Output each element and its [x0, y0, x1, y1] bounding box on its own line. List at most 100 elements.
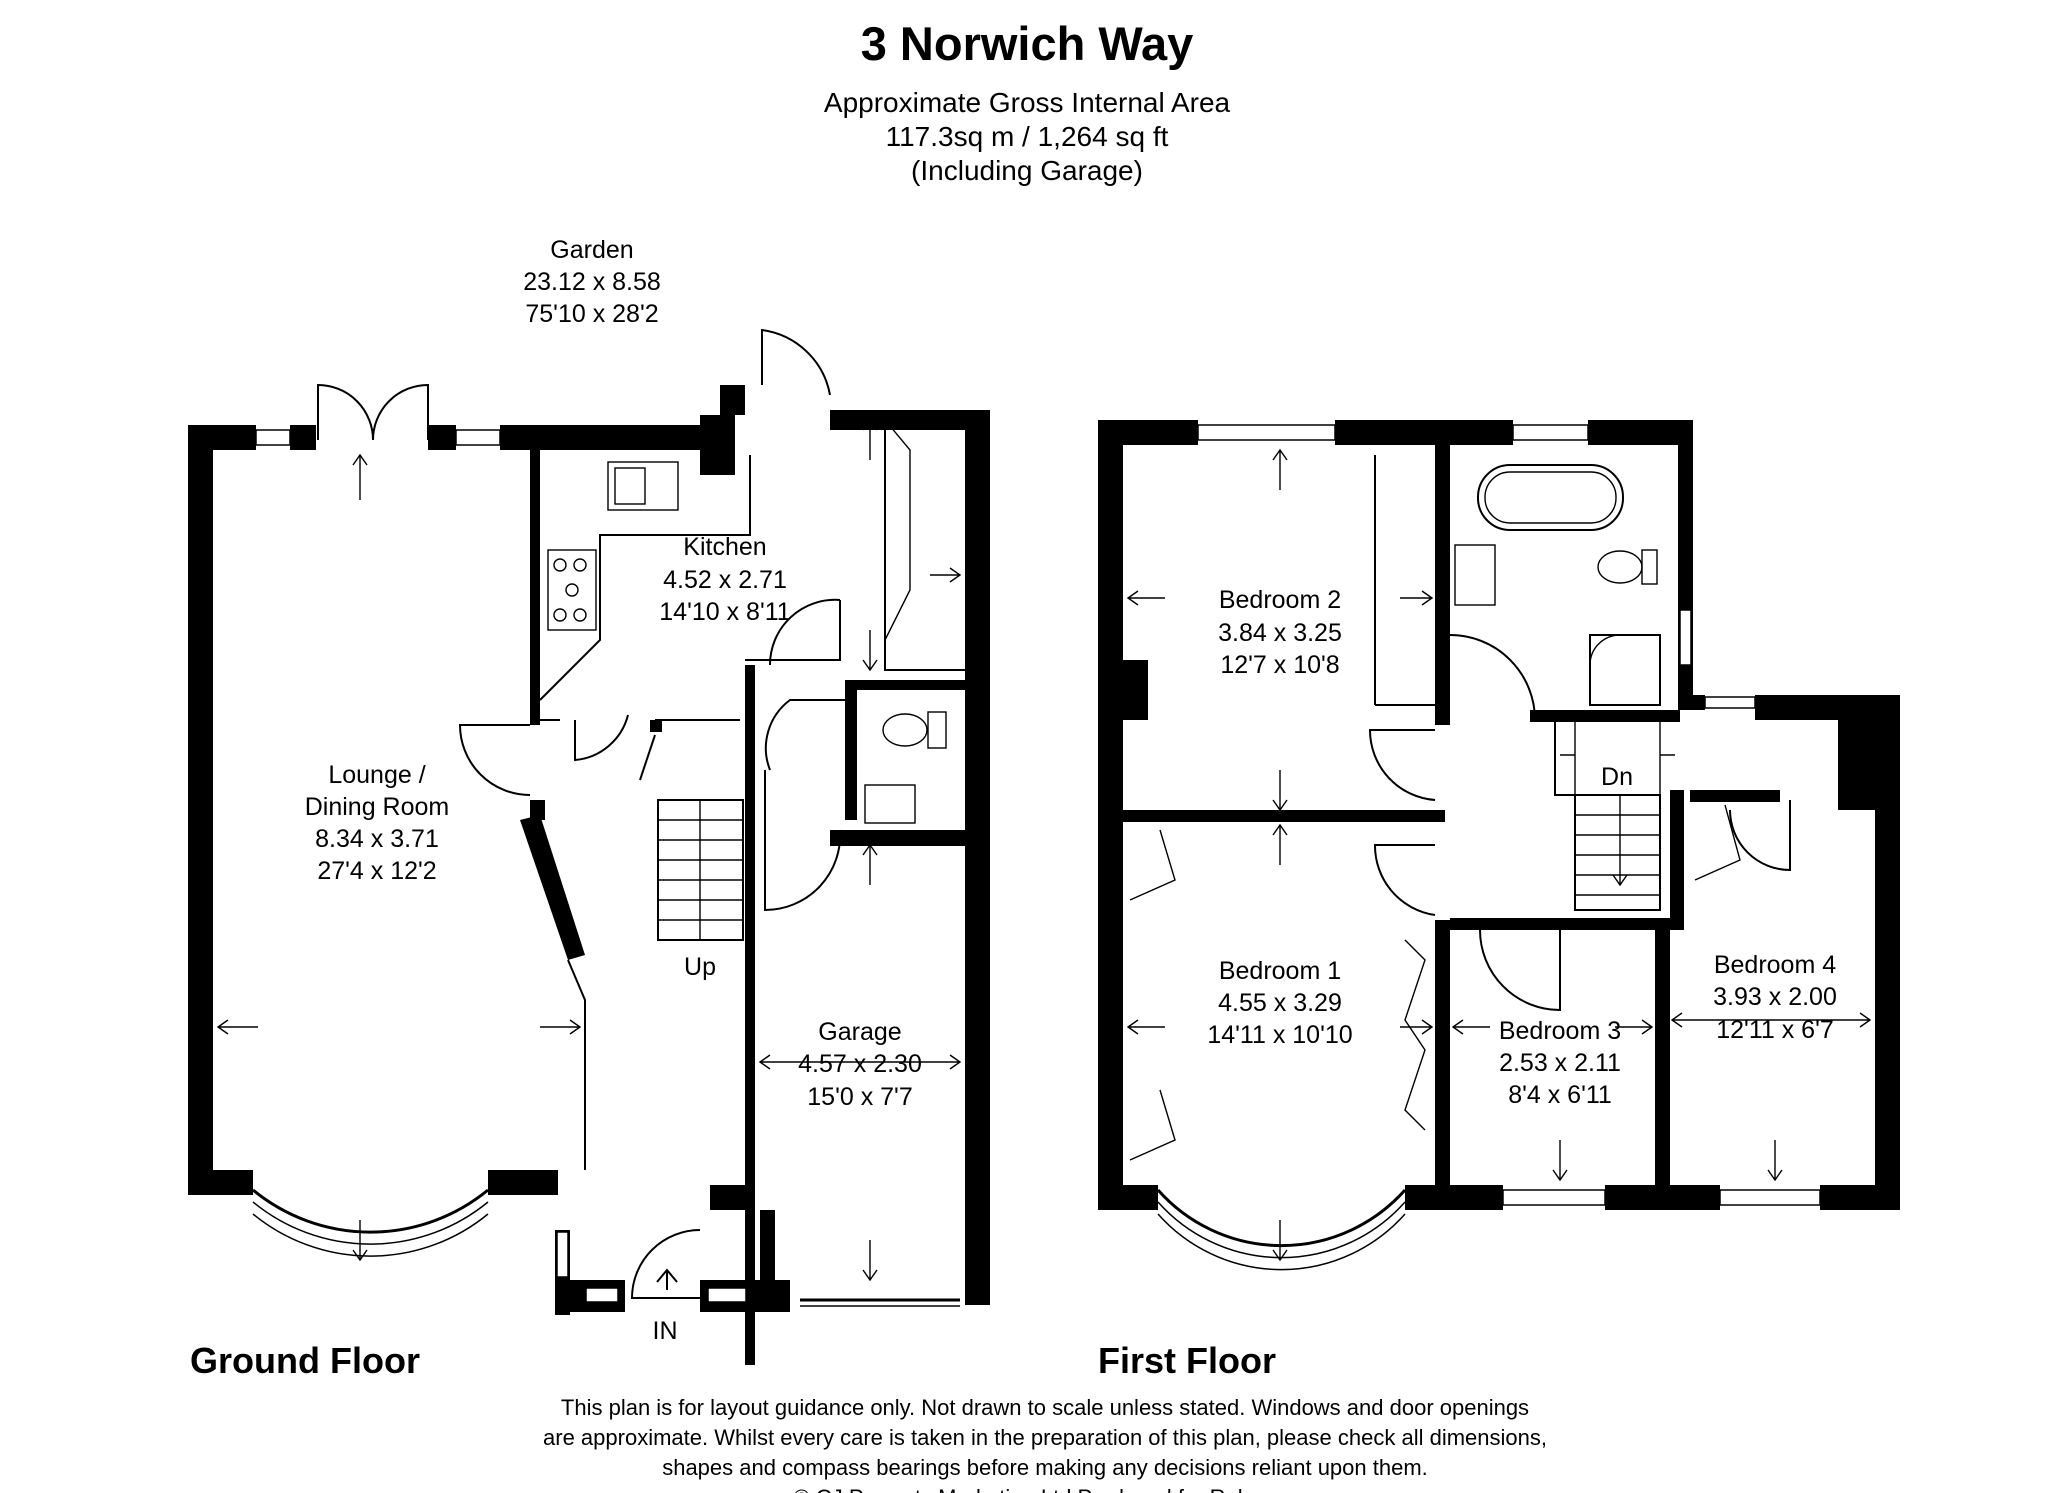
hall-wall-stub [530, 800, 545, 820]
ground-floor-plan: Up IN Garden 23.12 x 8.58 75'10 x 28'2 K [188, 236, 990, 1381]
kitchen-hall-door [574, 714, 629, 762]
utility-door [768, 598, 841, 666]
bedroom3-name: Bedroom 3 [1499, 1017, 1621, 1045]
garage-metric: 4.57 x 2.30 [798, 1050, 922, 1078]
bed4-cupboard-wall [1690, 790, 1780, 802]
lounge-imperial: 27'4 x 12'2 [317, 857, 436, 885]
garage-door-arc [764, 770, 842, 912]
window [455, 429, 501, 446]
kitchen-name: Kitchen [683, 533, 766, 561]
shower [1589, 634, 1661, 706]
bathroom-toilet [1597, 550, 1643, 584]
ff-bottom-wall-b [1405, 1185, 1503, 1210]
bed3-top-wall-b [1560, 918, 1668, 930]
garden-name: Garden [550, 236, 633, 264]
page-title: 3 Norwich Way [861, 17, 1194, 70]
window [1719, 1189, 1821, 1206]
lounge-top-wall-right [500, 425, 700, 450]
lounge-top-wall-mid-a [290, 425, 316, 450]
bay-window-inner [252, 1201, 489, 1245]
bathroom-side-window [1679, 609, 1692, 666]
cupboard-door [1129, 1089, 1176, 1161]
ff-left-wall [1098, 420, 1123, 1210]
window [1502, 1189, 1606, 1206]
dimension-arrow [1272, 770, 1288, 812]
bed4-chimney [1838, 720, 1875, 810]
bed4-left-wall [1670, 790, 1684, 930]
wc-top-wall [845, 680, 965, 690]
sink-bowl [614, 467, 646, 505]
sink [607, 461, 679, 511]
hob [547, 549, 597, 631]
bedroom4-name: Bedroom 4 [1714, 951, 1836, 979]
window [1704, 696, 1756, 709]
cupboard [884, 419, 911, 641]
ff-top-wall-c [1588, 420, 1693, 445]
window [1512, 424, 1589, 441]
lounge-door [458, 724, 531, 796]
window [707, 1287, 747, 1303]
entrance-arrow-icon [656, 1268, 678, 1290]
porch-side-window [556, 1231, 569, 1278]
kitchen-units [884, 430, 965, 671]
bed2-bath-wall [1435, 445, 1450, 725]
disclaimer-line: shapes and compass bearings before makin… [662, 1455, 1428, 1480]
disclaimer: This plan is for layout guidance only. N… [543, 1395, 1547, 1493]
window [255, 429, 291, 446]
lounge-bottom-wall-left [188, 1170, 253, 1195]
cupboard-door [1129, 829, 1176, 901]
bay-window-glass [1157, 1213, 1406, 1271]
bed2-chimney [1120, 660, 1148, 720]
bed1-bed3-wall [1435, 920, 1450, 1210]
window [585, 1287, 619, 1303]
stair-rail [1574, 722, 1661, 795]
hall-door [639, 734, 656, 781]
ff-top-wall-a [1098, 420, 1198, 445]
garden-imperial: 75'10 x 28'2 [525, 300, 658, 328]
bed3-top-wall-a [1450, 918, 1560, 930]
kitchen-corner [720, 385, 745, 415]
bed1-door [1373, 844, 1436, 916]
ff-right-wall [1875, 695, 1900, 1210]
wardrobe-doors [1404, 939, 1426, 1131]
dimension-arrow [930, 567, 962, 583]
bay-window [1156, 1189, 1407, 1247]
bed4-door [1729, 800, 1791, 872]
kitchen-metric: 4.52 x 2.71 [663, 566, 787, 594]
bed1-bed2-wall [1123, 810, 1445, 822]
disclaimer-line: are approximate. Whilst every care is ta… [543, 1425, 1547, 1450]
wc-left-wall [845, 680, 857, 820]
bedroom3-imperial: 8'4 x 6'11 [1508, 1081, 1612, 1109]
dimension-arrow [1400, 1019, 1434, 1035]
wc-basin [864, 784, 916, 824]
wc-toilet [882, 713, 928, 747]
french-door [317, 383, 374, 441]
dimension-arrow [1767, 1140, 1783, 1182]
garage-left-wall [745, 665, 755, 1365]
lounge-name-line1: Lounge / [328, 761, 425, 789]
bath-tub [1477, 464, 1624, 531]
wc-door [764, 699, 845, 771]
kitchen-chimney [700, 415, 735, 475]
bay-window [252, 1188, 489, 1234]
hob-ring [553, 608, 567, 622]
wc-cistern [927, 711, 947, 749]
hob-ring [553, 558, 567, 572]
hob-ring [565, 583, 579, 597]
window [1197, 424, 1336, 441]
bedroom2-name: Bedroom 2 [1219, 586, 1341, 614]
hob-ring [573, 558, 587, 572]
entrance-label: IN [653, 1317, 678, 1345]
dimension-arrow [1272, 1220, 1288, 1262]
bedroom4-imperial: 12'11 x 6'7 [1716, 1016, 1834, 1044]
kitchen-lower-wall [745, 600, 841, 661]
area-label: Approximate Gross Internal Area [824, 87, 1231, 118]
hob-ring [573, 608, 587, 622]
bedroom2-metric: 3.84 x 3.25 [1218, 619, 1342, 647]
kitchen-left-wall [530, 450, 540, 725]
stairs-down-arrow-icon [1612, 795, 1628, 887]
bathroom-cistern [1641, 549, 1658, 585]
dimension-arrow [1615, 1019, 1654, 1035]
kitchen-imperial: 14'10 x 8'11 [659, 598, 790, 626]
